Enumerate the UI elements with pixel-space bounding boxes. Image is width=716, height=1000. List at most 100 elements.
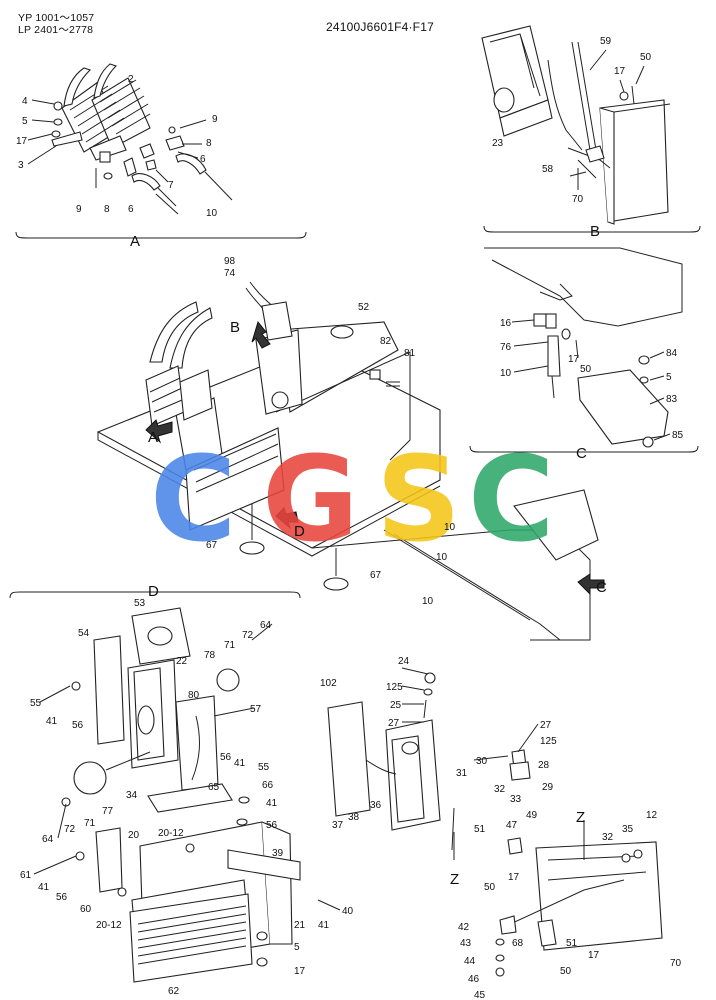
part-label: 6 (128, 204, 134, 215)
part-label: 47 (506, 820, 518, 831)
section-label-c: C (576, 445, 587, 462)
part-label: 70 (572, 194, 584, 205)
part-label: 30 (476, 756, 488, 767)
part-label: 50 (484, 882, 496, 893)
part-label: 82 (380, 336, 392, 347)
part-label: 44 (464, 956, 476, 967)
part-label: 7 (168, 180, 174, 191)
part-label: 36 (370, 800, 382, 811)
section-label-d: D (148, 583, 159, 600)
part-label: 17 (294, 966, 306, 977)
part-label: 17 (568, 354, 580, 365)
part-label: 77 (102, 806, 114, 817)
part-label: 45 (474, 990, 486, 1000)
part-label: 3 (18, 160, 24, 171)
part-label: 10 (436, 552, 448, 563)
part-label: 41 (46, 716, 58, 727)
arrow-label-c: C (596, 579, 607, 596)
part-label: 81 (404, 348, 416, 359)
part-label: 20-12 (158, 828, 184, 839)
part-label: 29 (542, 782, 554, 793)
part-label: 33 (510, 794, 522, 805)
part-label: 125 (540, 736, 557, 747)
part-label: 10 (422, 596, 434, 607)
main-control-assembly (96, 281, 605, 641)
section-label-b: B (590, 223, 600, 240)
part-label: 70 (670, 958, 682, 969)
part-label: 64 (42, 834, 54, 845)
part-label: 60 (80, 904, 92, 915)
part-label: 20 (128, 830, 140, 841)
part-label: 2 (128, 74, 134, 85)
part-label: 8 (206, 138, 212, 149)
part-label: 17 (588, 950, 600, 961)
part-label: 17 (16, 136, 28, 147)
watermark-letter-s: S (376, 430, 461, 568)
part-label: 10 (500, 368, 512, 379)
part-label: 72 (242, 630, 254, 641)
part-label: 58 (542, 164, 554, 175)
cgsc-watermark: C G S C (150, 430, 555, 568)
part-label: 4 (22, 96, 28, 107)
part-label: 50 (580, 364, 592, 375)
watermark-letter-c1: C (150, 430, 237, 568)
arrow-label-a: A (148, 429, 158, 446)
part-label: 65 (208, 782, 220, 793)
part-label: 12 (646, 810, 658, 821)
part-label: 72 (64, 824, 76, 835)
part-label: 98 (224, 256, 236, 267)
part-label: 67 (206, 540, 218, 551)
part-label: 10 (206, 208, 218, 219)
part-label: 50 (640, 52, 652, 63)
part-label: 20-12 (96, 920, 122, 931)
part-label: 61 (20, 870, 32, 881)
part-label: 34 (126, 790, 138, 801)
part-label: 10 (444, 522, 456, 533)
arrow-label-d: D (294, 523, 305, 540)
part-label: 80 (188, 690, 200, 701)
part-label: 56 (56, 892, 68, 903)
serial-range-yp: YP 1001～1057 (18, 12, 95, 24)
watermark-letter-c2: C (468, 430, 555, 568)
part-label: 55 (258, 762, 270, 773)
part-label: 5 (666, 372, 672, 383)
part-label: 46 (468, 974, 480, 985)
detail-c-switch-bracket (469, 247, 699, 453)
part-label: 31 (456, 768, 468, 779)
part-label: 21 (294, 920, 306, 931)
part-label: 22 (176, 656, 188, 667)
section-label-z-right: Z (576, 809, 585, 826)
arrow-label-b: B (230, 319, 240, 336)
part-label: 53 (134, 598, 146, 609)
part-label: 41 (266, 798, 278, 809)
part-label: 32 (494, 784, 506, 795)
part-label: 74 (224, 268, 236, 279)
detail-a-pedal-assembly (15, 63, 307, 239)
drawing-number: 24100J6601F4·F17 (326, 20, 434, 34)
part-label: 27 (388, 718, 400, 729)
part-label: 9 (212, 114, 218, 125)
part-label: 42 (458, 922, 470, 933)
part-label: 66 (262, 780, 274, 791)
part-label: 37 (332, 820, 344, 831)
part-label: 50 (560, 966, 572, 977)
part-label: 51 (566, 938, 578, 949)
part-label: 71 (224, 640, 236, 651)
part-label: 25 (390, 700, 402, 711)
part-label: 71 (84, 818, 96, 829)
part-label: 56 (220, 752, 232, 763)
part-label: 76 (500, 342, 512, 353)
part-label: 35 (622, 824, 634, 835)
section-label-a: A (130, 233, 140, 250)
part-label: 40 (342, 906, 354, 917)
part-label: 24 (398, 656, 410, 667)
part-label: 52 (358, 302, 370, 313)
part-label: 5 (294, 942, 300, 953)
part-label: 62 (168, 986, 180, 997)
serial-range-lp: LP 2401～2778 (18, 24, 94, 36)
part-label: 6 (200, 154, 206, 165)
part-label: 125 (386, 682, 403, 693)
detail-d-stand-exploded (9, 591, 301, 983)
